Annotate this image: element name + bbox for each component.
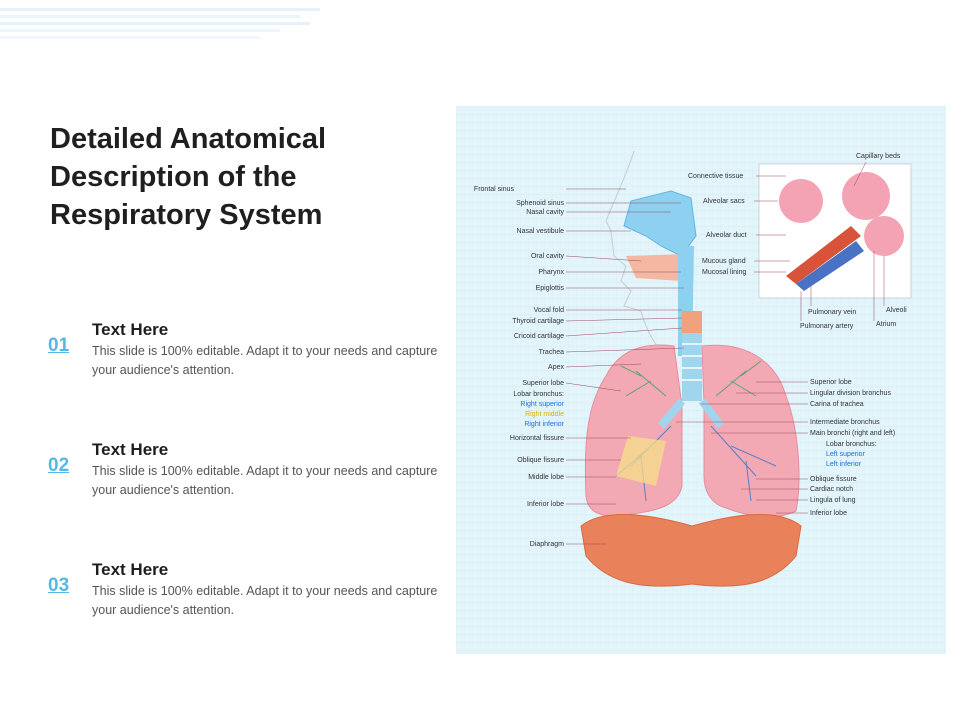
label-alveoli: Alveoli <box>886 307 907 314</box>
label-apex: Apex <box>548 364 564 371</box>
label-pharynx: Pharynx <box>538 269 564 276</box>
label-thyroid-cartilage: Thyroid cartilage <box>512 318 564 325</box>
label-cardiac-notch: Cardiac notch <box>810 486 853 493</box>
item-heading: Text Here <box>92 560 169 579</box>
page-title: Detailed Anatomical Description of the R… <box>50 123 327 231</box>
label-left-inferior: Left inferior <box>826 461 862 468</box>
label-epiglottis: Epiglottis <box>536 285 565 292</box>
inset-leader-lines <box>754 161 885 321</box>
label-pulmonary-vein: Pulmonary vein <box>808 309 856 316</box>
right-leader-lines <box>676 381 808 514</box>
pulmonary-artery <box>786 226 861 284</box>
respiratory-illustration: Frontal sinus Sphenoid sinus Nasal cavit… <box>456 106 946 654</box>
label-diaphragm: Diaphragm <box>530 541 564 548</box>
label-alveolar-sacs: Alveolar sacs <box>703 198 745 205</box>
label-mucous-gland: Mucous gland <box>702 258 746 265</box>
label-capillary-beds: Capillary beds <box>856 153 901 160</box>
respiratory-diagram: Frontal sinus Sphenoid sinus Nasal cavit… <box>456 106 946 654</box>
label-oblique-fissure: Oblique fissure <box>517 457 564 464</box>
item-heading: Text Here <box>92 320 169 339</box>
item-number: 03 <box>48 575 70 596</box>
label-alveolar-duct: Alveolar duct <box>706 232 747 239</box>
label-lobar-bronchus: Lobar bronchus: <box>513 391 564 398</box>
label-nasal-vestibule: Nasal vestibule <box>517 228 565 235</box>
label-right-inferior: Right inferior <box>524 421 564 428</box>
label-trachea: Trachea <box>539 349 565 356</box>
label-cricoid-cartilage: Cricoid cartilage <box>514 333 564 340</box>
left-labels: Frontal sinus Sphenoid sinus Nasal cavit… <box>474 186 565 548</box>
list-item: 03 Text Here This slide is 100% editable… <box>48 560 458 620</box>
label-lingular-division-bronchus: Lingular division bronchus <box>810 390 891 397</box>
label-superior-lobe-left: Superior lobe <box>810 379 852 386</box>
middle-lobe-bronchi <box>616 436 666 486</box>
item-description: This slide is 100% editable. Adapt it to… <box>92 464 438 497</box>
head-outline <box>605 150 672 367</box>
label-vocal-fold: Vocal fold <box>534 307 564 314</box>
label-carina-of-trachea: Carina of trachea <box>810 401 864 408</box>
label-oblique-fissure-left: Oblique fissure <box>810 476 857 483</box>
item-number: 01 <box>48 335 70 356</box>
label-left-superior: Left superior <box>826 451 866 458</box>
label-intermediate-bronchus: Intermediate bronchus <box>810 419 880 426</box>
label-oral-cavity: Oral cavity <box>531 253 565 260</box>
label-main-bronchi: Main bronchi (right and left) <box>810 430 895 437</box>
label-superior-lobe: Superior lobe <box>522 380 564 387</box>
label-right-superior: Right superior <box>520 401 564 408</box>
label-pulmonary-artery: Pulmonary artery <box>800 323 854 330</box>
label-right-middle: Right middle <box>525 411 564 418</box>
inset-labels: Capillary beds Connective tissue Alveola… <box>688 153 907 330</box>
trachea <box>682 331 702 401</box>
label-sphenoid-sinus: Sphenoid sinus <box>516 200 564 207</box>
label-middle-lobe: Middle lobe <box>528 474 564 481</box>
label-frontal-sinus: Frontal sinus <box>474 186 515 193</box>
label-nasal-cavity: Nasal cavity <box>526 209 564 216</box>
pulmonary-vein <box>796 241 864 291</box>
diaphragm <box>580 514 802 587</box>
label-mucosal-lining: Mucosal lining <box>702 269 746 276</box>
label-atrium: Atrium <box>876 321 896 328</box>
item-number: 02 <box>48 455 70 476</box>
label-horizontal-fissure: Horizontal fissure <box>510 435 564 442</box>
label-lingula-of-lung: Lingula of lung <box>810 497 856 504</box>
label-connective-tissue: Connective tissue <box>688 173 743 180</box>
bronchial-tree-green <box>620 360 762 397</box>
list-item: 01 Text Here This slide is 100% editable… <box>48 320 458 380</box>
left-leader-lines <box>565 188 685 545</box>
item-heading: Text Here <box>92 440 169 459</box>
item-description: This slide is 100% editable. Adapt it to… <box>92 344 438 377</box>
right-labels: Superior lobe Lingular division bronchus… <box>810 379 895 517</box>
thyroid-cartilage <box>682 311 702 333</box>
list-item: 02 Text Here This slide is 100% editable… <box>48 440 458 500</box>
decorative-stripes <box>0 8 320 39</box>
label-inferior-lobe-left: Inferior lobe <box>810 510 847 517</box>
label-lobar-bronchus-left: Lobar bronchus: <box>826 441 877 448</box>
label-inferior-lobe: Inferior lobe <box>527 501 564 508</box>
item-description: This slide is 100% editable. Adapt it to… <box>92 584 438 617</box>
